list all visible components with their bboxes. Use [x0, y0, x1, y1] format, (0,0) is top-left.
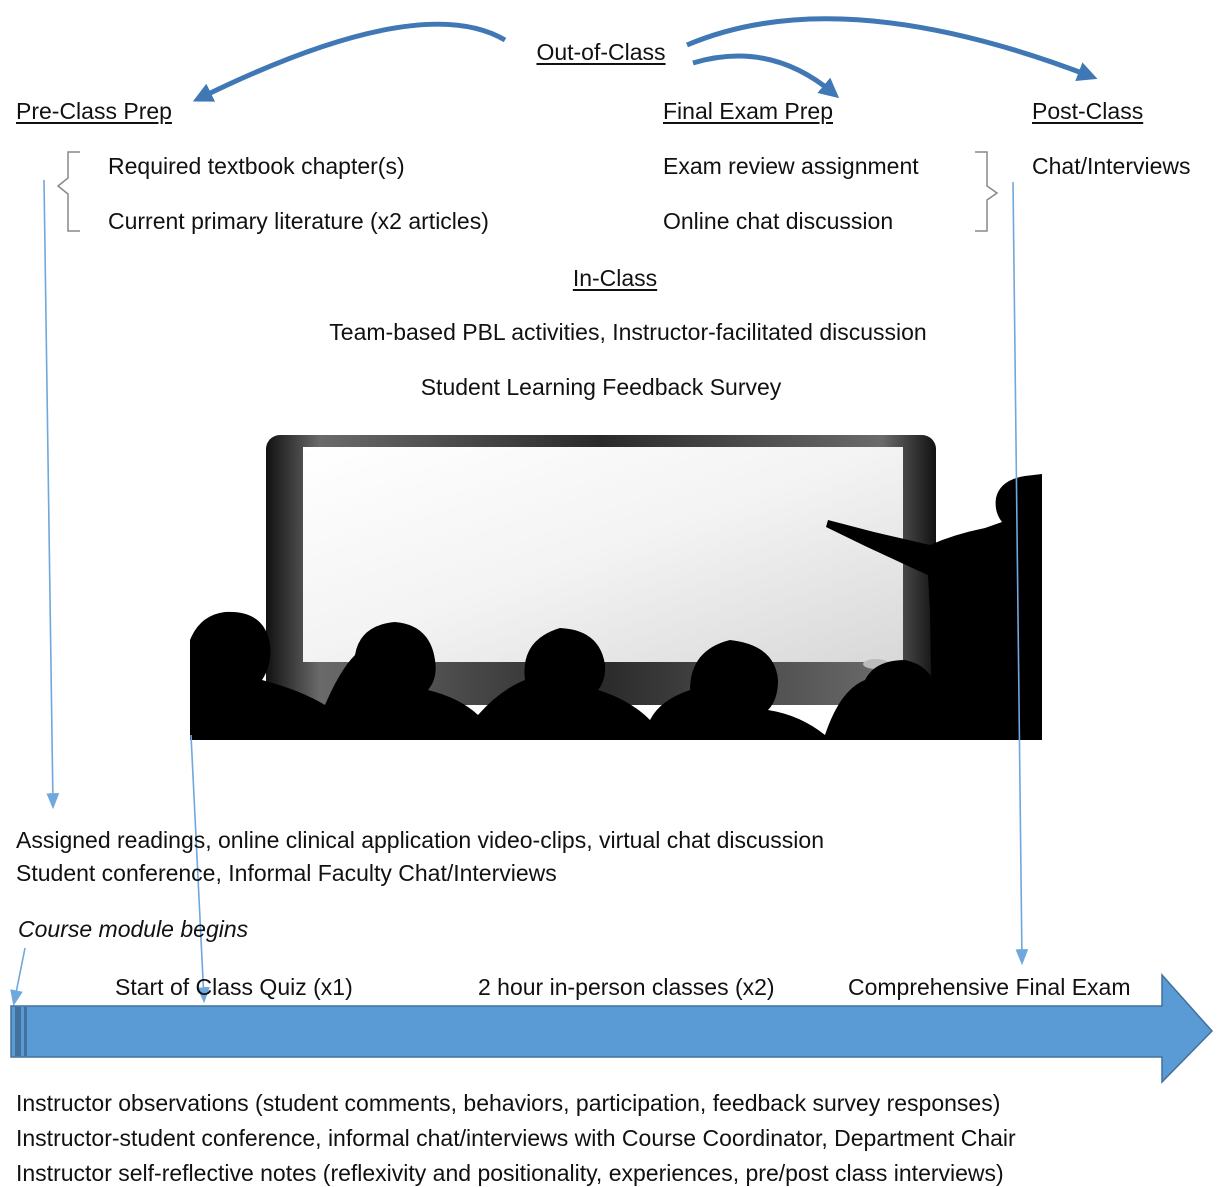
timeline-quiz-label: Start of Class Quiz (x1)	[115, 974, 353, 1000]
presenter-silhouette	[826, 474, 1042, 740]
observation-line: Instructor observations (student comment…	[16, 1090, 1001, 1116]
observation-line: Instructor self-reflective notes (reflex…	[16, 1160, 1004, 1186]
timeline-classes-label: 2 hour in-person classes (x2)	[478, 974, 775, 1000]
activities-line: Student conference, Informal Faculty Cha…	[16, 860, 557, 886]
course-start-line	[10, 947, 26, 1007]
in-class-heading: In-Class	[572, 265, 658, 291]
arrow-to-final-exam	[692, 53, 840, 99]
final-exam-item: Online chat discussion	[663, 208, 894, 234]
activities-line: Assigned readings, online clinical appli…	[16, 827, 824, 853]
left-bracket	[56, 151, 80, 232]
final-exam-item: Exam review assignment	[663, 153, 919, 179]
quiz-line	[190, 734, 210, 1004]
post-class-item: Chat/Interviews	[1032, 153, 1191, 179]
timeline-arrow	[10, 973, 1214, 1084]
audience-silhouette	[190, 611, 1042, 740]
course-start-label: Course module begins	[18, 916, 249, 942]
pre-class-item: Required textbook chapter(s)	[108, 153, 405, 179]
pre-class-item: Current primary literature (x2 articles)	[108, 208, 489, 234]
post-class-heading: Post-Class	[1032, 98, 1144, 124]
timeline-final-label: Comprehensive Final Exam	[848, 974, 1131, 1000]
arrow-to-pre-class	[192, 21, 507, 102]
observation-line: Instructor-student conference, informal …	[16, 1125, 1016, 1151]
pre-class-heading: Pre-Class Prep	[16, 98, 172, 124]
post-class-line	[1012, 181, 1029, 966]
arrow-to-post-class	[686, 16, 1098, 82]
out-of-class-heading: Out-of-Class	[536, 39, 666, 65]
final-exam-heading: Final Exam Prep	[663, 98, 834, 124]
pre-class-line	[43, 179, 60, 810]
in-class-item: Team-based PBL activities, Instructor-fa…	[329, 319, 927, 345]
right-bracket	[975, 151, 999, 232]
in-class-item: Student Learning Feedback Survey	[420, 374, 782, 400]
